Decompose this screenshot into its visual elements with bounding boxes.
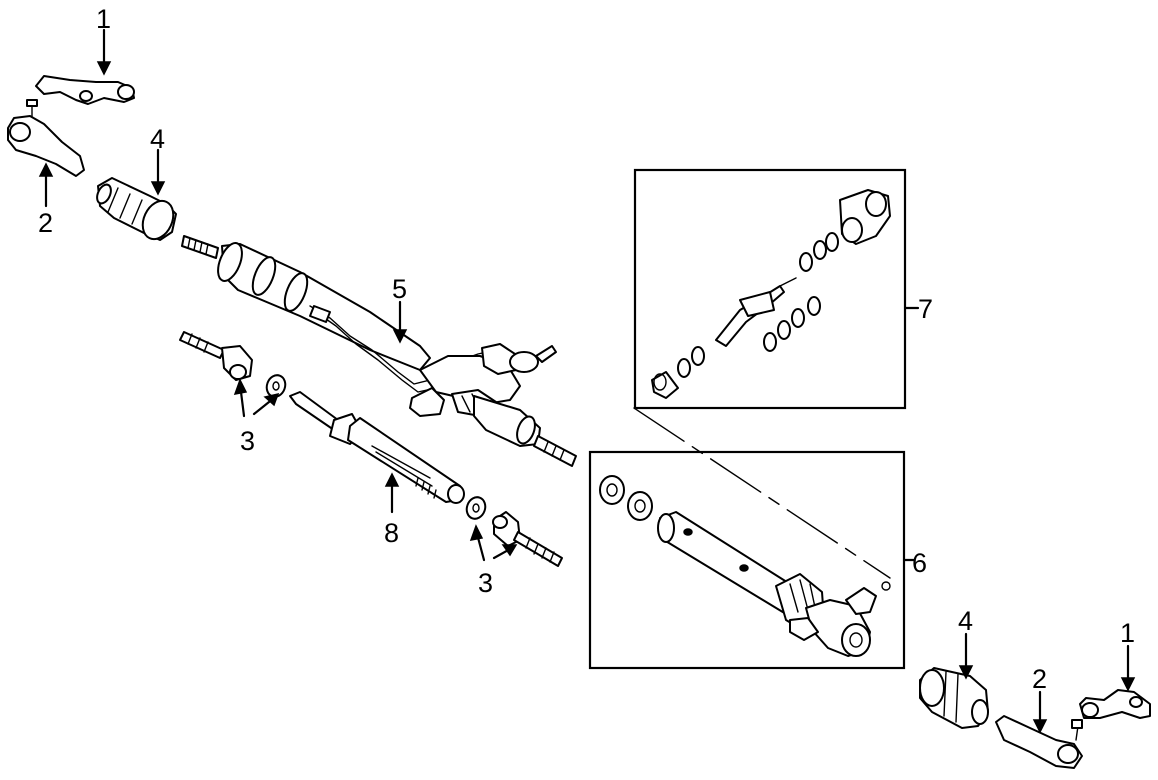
callout-6-housing: 6 <box>912 548 927 578</box>
steering-knuckle-arm-right <box>1079 689 1151 719</box>
control-valve-kit <box>651 189 891 399</box>
callout-4-top-left: 4 <box>150 124 165 154</box>
outer-tie-rod-end-left <box>7 99 85 177</box>
inner-tie-rod-right <box>492 511 563 567</box>
rack-and-pinion-assembly <box>181 235 577 467</box>
rack-boot-left <box>96 177 177 241</box>
rack-seal-washer-right <box>465 496 487 520</box>
steering-rack-bar <box>289 391 465 504</box>
inner-tie-rod-left <box>179 331 253 381</box>
steering-knuckle-arm-left <box>35 75 135 105</box>
outer-tie-rod-end-right <box>995 715 1083 769</box>
callout-3-right: 3 <box>478 568 493 598</box>
callout-8-rack-bar: 8 <box>384 518 399 548</box>
callout-3-left: 3 <box>240 426 255 456</box>
callout-1-bottom-right: 1 <box>1120 618 1135 648</box>
valve-kit-frame <box>633 168 907 410</box>
callout-2-bottom-right: 2 <box>1032 664 1047 694</box>
steering-gear-housing <box>599 475 891 657</box>
callout-5-rack: 5 <box>392 274 407 304</box>
callout-1-top-left: 1 <box>96 4 111 34</box>
callout-4-bottom-right: 4 <box>958 606 973 636</box>
callout-7-valve-kit: 7 <box>918 294 933 324</box>
callout-2-top-left: 2 <box>38 208 53 238</box>
rack-boot-right <box>919 667 989 729</box>
